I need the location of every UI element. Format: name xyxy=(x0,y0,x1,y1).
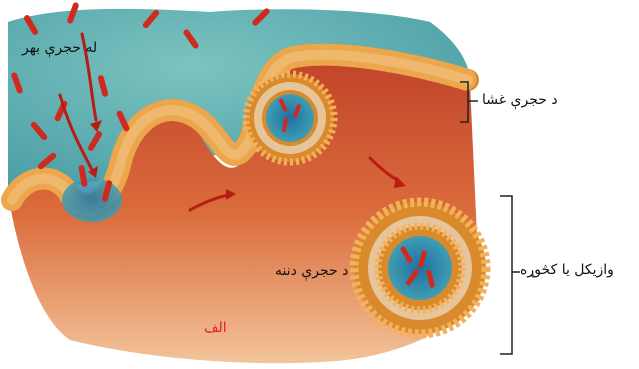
label-vesicle: وازیکل یا کڅوړه xyxy=(520,262,614,278)
forming-vesicle xyxy=(246,74,334,162)
panel-letter: الف xyxy=(204,320,227,336)
label-inside-cell: د حجرې دننه xyxy=(275,263,348,279)
pit-core xyxy=(62,178,122,222)
vesicle xyxy=(354,202,486,334)
label-cell-membrane: د حجرې غشا xyxy=(482,92,558,108)
vesicle-bracket xyxy=(500,196,520,354)
label-outside-cell: له حجرې بهر xyxy=(22,40,97,56)
